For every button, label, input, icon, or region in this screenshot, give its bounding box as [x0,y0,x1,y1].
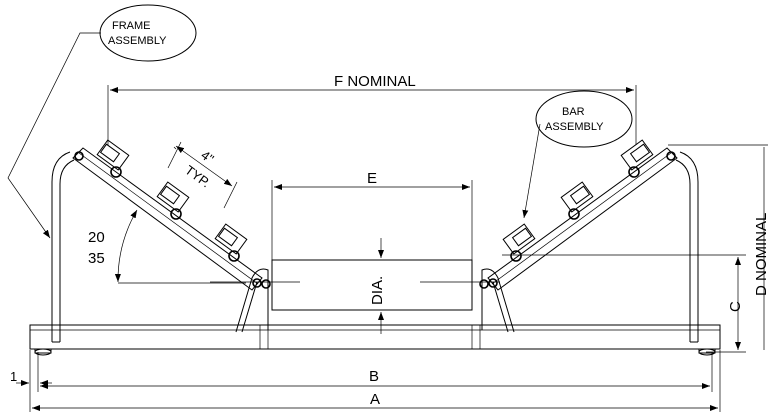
dim-c-label: C [727,301,744,312]
right-wing-bar [487,139,678,291]
dim-spacing [167,141,238,209]
base-channel [29,324,721,350]
dim-offset-label: 1 [10,369,17,384]
frame-assembly-line2: ASSEMBLY [108,35,167,47]
dim-b [37,352,713,392]
bar-assembly-line1: BAR [562,106,585,118]
bar-assembly-line2: ASSEMBLY [545,121,604,133]
left-bolts [74,151,262,288]
dim-b-label: B [369,368,379,385]
center-brackets [235,268,515,333]
dim-e-label: E [367,170,377,187]
dim-dia-label: DIA. [369,276,386,305]
foot-pads [34,348,716,356]
dim-a [29,350,721,412]
dim-d-label: D NOMINAL [753,213,768,296]
angle-2-label: 35 [88,250,105,267]
bar-assembly-callout [522,90,633,219]
dim-a-label: A [370,391,380,408]
dim-f-label: F NOMINAL [334,73,416,90]
dim-e [271,180,473,262]
dim-d [668,144,768,350]
dim-spacing-typ-label: TYP. [182,162,213,190]
dim-angle [114,209,246,284]
angle-1-label: 20 [88,229,105,246]
right-bolts [488,151,676,288]
dim-c [502,254,746,353]
right-stand [675,151,699,343]
frame-assembly-callout [7,4,197,239]
right-brackets [502,139,654,255]
left-wing-bar [72,139,263,291]
left-brackets [96,139,248,255]
left-stand [51,151,75,343]
center-roll [210,259,500,311]
dim-f [107,85,637,145]
frame-assembly-line1: FRAME [112,20,151,32]
dim-dia [376,238,386,334]
